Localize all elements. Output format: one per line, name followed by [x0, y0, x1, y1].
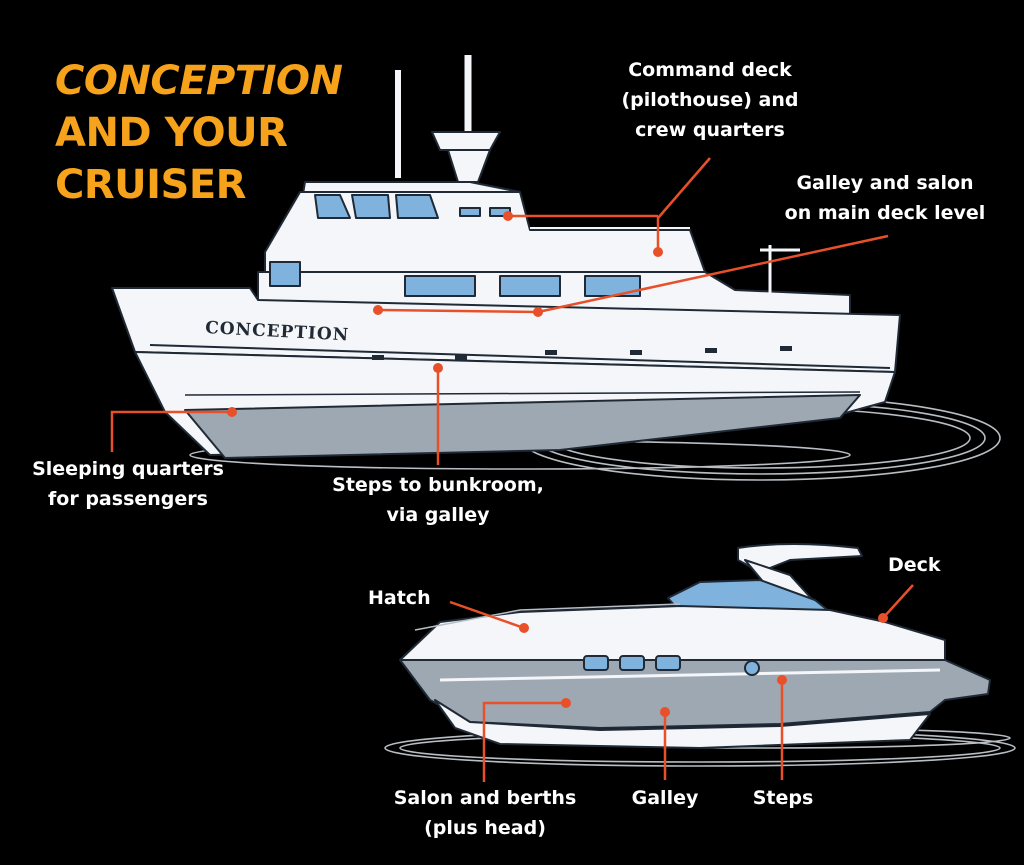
label-steps-bunkroom: Steps to bunkroom, via galley: [328, 470, 548, 530]
label-steps-bunk-line-1: Steps to bunkroom,: [332, 474, 544, 496]
label-galley-salon: Galley and salon on main deck level: [772, 168, 998, 228]
main-title: CONCEPTION AND YOUR CRUISER: [55, 55, 343, 211]
title-line-2: AND YOUR: [55, 110, 288, 156]
label-sleeping-quarters: Sleeping quarters for passengers: [18, 454, 238, 514]
conception-boat: [111, 55, 901, 459]
label-galley-salon-line-2: on main deck level: [784, 202, 986, 224]
cruiser-boat: [399, 543, 991, 749]
label-galley-salon-line-1: Galley and salon: [796, 172, 974, 194]
label-steps-bunk-line-2: via galley: [386, 504, 490, 526]
label-salon-line-2: (plus head): [424, 817, 546, 839]
title-line-3: CRUISER: [55, 162, 246, 208]
label-steps: Steps: [752, 787, 814, 809]
label-command-deck-line-1: Command deck: [628, 59, 792, 81]
label-sleeping-line-2: for passengers: [48, 488, 208, 510]
label-salon-line-1: Salon and berths: [393, 787, 577, 809]
title-line-1: CONCEPTION: [55, 58, 343, 104]
callout-dots: [227, 211, 888, 717]
label-galley: Galley: [631, 787, 699, 809]
label-hatch: Hatch: [368, 587, 431, 609]
label-deck: Deck: [888, 554, 941, 576]
label-sleeping-line-1: Sleeping quarters: [32, 458, 224, 480]
callout-lines: [110, 157, 914, 782]
label-command-deck: Command deck (pilothouse) and crew quart…: [600, 55, 820, 145]
label-command-deck-line-2: (pilothouse) and: [621, 89, 799, 111]
label-salon-berths: Salon and berths (plus head): [378, 783, 592, 843]
label-command-deck-line-3: crew quarters: [635, 119, 785, 141]
